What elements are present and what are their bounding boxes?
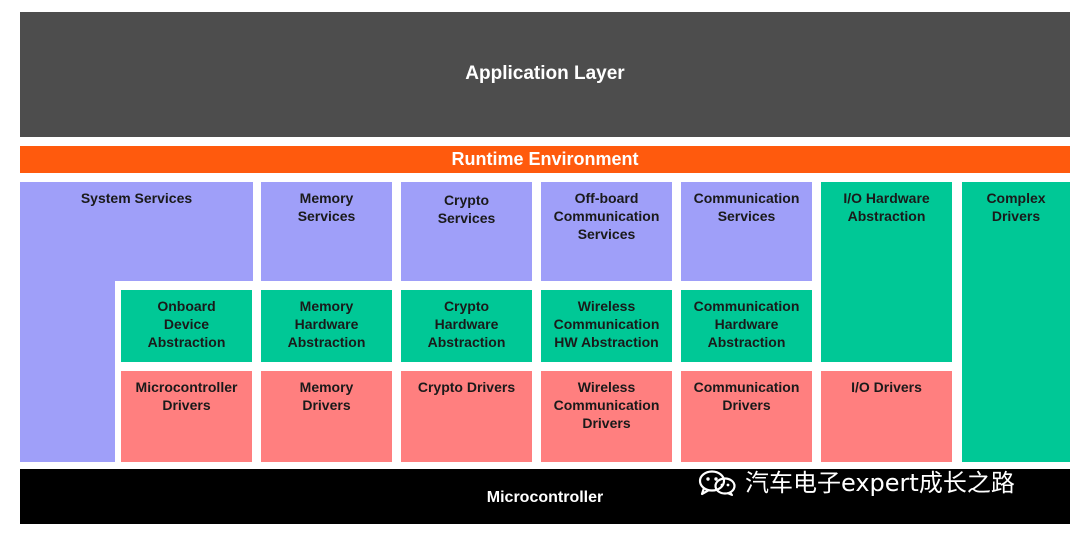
wechat-icon [698,470,736,496]
crypto-drivers: Crypto Drivers [401,371,532,462]
communication-services-label: Communication Services [693,190,800,224]
runtime-environment: Runtime Environment [20,146,1070,173]
memory-services: Memory Services [261,182,392,281]
memory-drivers: Memory Drivers [261,371,392,462]
complex-drivers: Complex Drivers [962,182,1070,462]
microcontroller: Microcontroller [20,469,1070,524]
system-services-extension [20,280,115,462]
communication-hardware-abstraction: Communication Hardware Abstraction [681,290,812,362]
memory-drivers-label: Memory Drivers [299,379,354,413]
communication-drivers: Communication Drivers [681,371,812,462]
memory-hardware-abstraction-label: Memory Hardware Abstraction [287,298,366,350]
watermark-text: 汽车电子expert成长之路 [745,469,1015,497]
communication-services: Communication Services [681,182,812,281]
complex-drivers-label: Complex Drivers [986,190,1046,224]
crypto-hardware-abstraction-label: Crypto Hardware Abstraction [427,298,506,350]
wireless-communication-drivers: Wireless Communication Drivers [541,371,672,462]
memory-hardware-abstraction: Memory Hardware Abstraction [261,290,392,362]
microcontroller-label: Microcontroller [486,489,604,506]
wireless-communication-hw-abstraction-label: Wireless Communication HW Abstraction [553,298,660,350]
io-drivers: I/O Drivers [821,371,952,462]
application-layer-label: Application Layer [465,63,625,84]
wireless-communication-drivers-label: Wireless Communication Drivers [553,379,660,431]
io-hardware-abstraction: I/O Hardware Abstraction [821,182,952,362]
onboard-device-abstraction-label: Onboard Device Abstraction [147,298,226,350]
system-services-label: System Services [80,190,193,206]
microcontroller-drivers-label: Microcontroller Drivers [135,379,238,413]
microcontroller-drivers: Microcontroller Drivers [121,371,252,462]
communication-hardware-abstraction-label: Communication Hardware Abstraction [693,298,800,350]
crypto-services: Crypto Services [401,182,532,281]
runtime-environment-label: Runtime Environment [451,149,639,169]
crypto-hardware-abstraction: Crypto Hardware Abstraction [401,290,532,362]
io-drivers-label: I/O Drivers [851,379,922,395]
io-hardware-abstraction-label: I/O Hardware Abstraction [843,190,930,224]
offboard-communication-services-label: Off-board Communication Services [553,190,660,242]
onboard-device-abstraction: Onboard Device Abstraction [121,290,252,362]
system-services: System Services [20,182,253,281]
wireless-communication-hw-abstraction: Wireless Communication HW Abstraction [541,290,672,362]
memory-services-label: Memory Services [297,190,356,224]
crypto-drivers-label: Crypto Drivers [417,379,516,395]
watermark: 汽车电子expert成长之路 [697,470,1015,496]
communication-drivers-label: Communication Drivers [693,379,800,413]
application-layer: Application Layer [20,12,1070,137]
offboard-communication-services: Off-board Communication Services [541,182,672,281]
crypto-services-label: Crypto Services [437,192,496,226]
